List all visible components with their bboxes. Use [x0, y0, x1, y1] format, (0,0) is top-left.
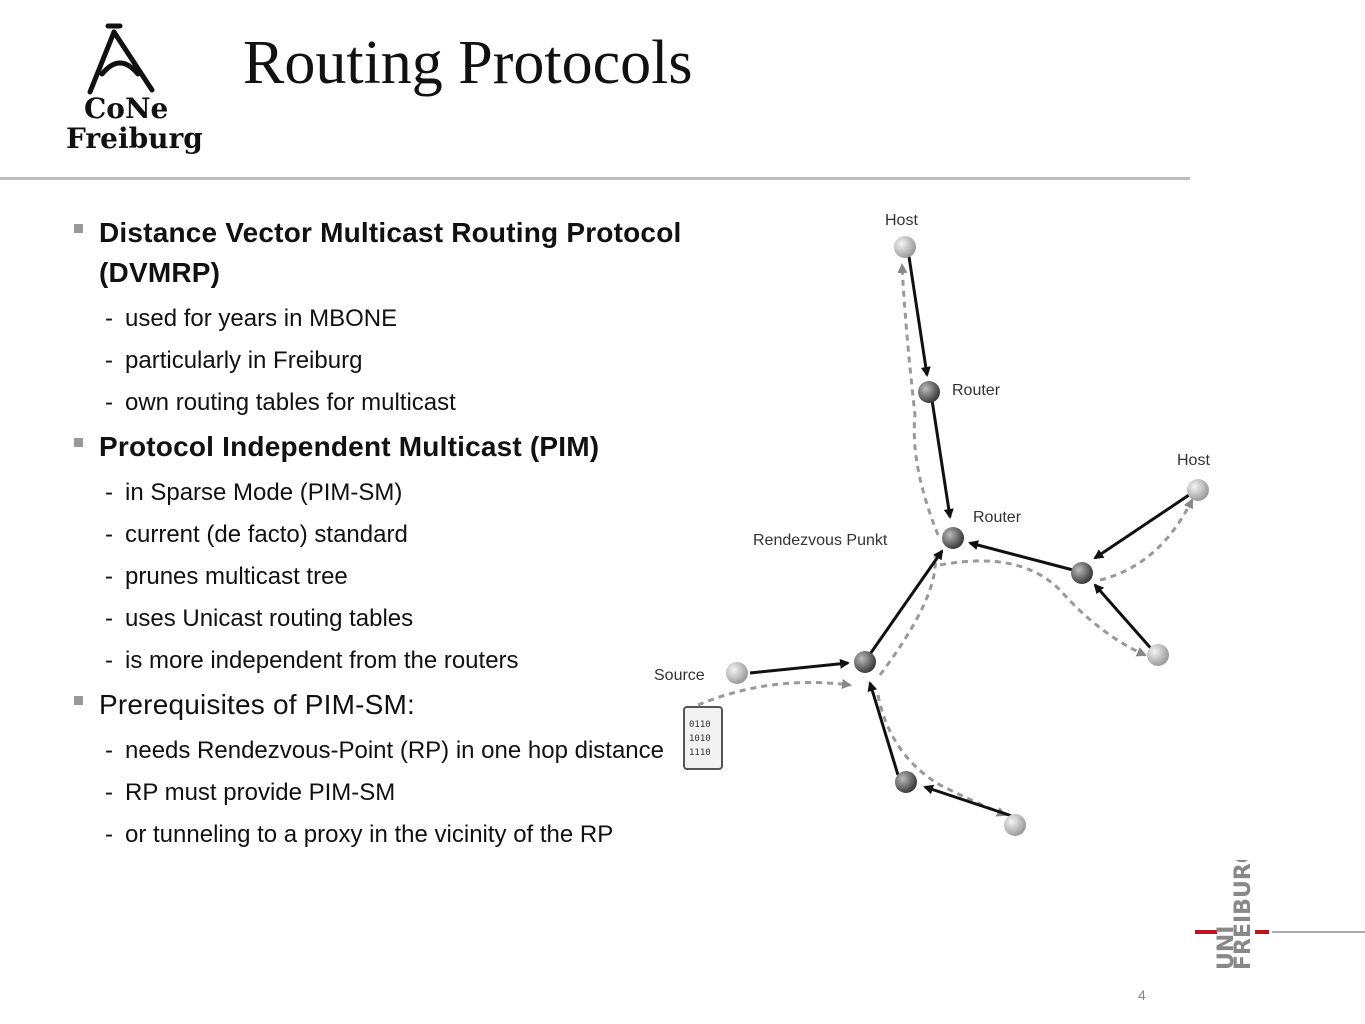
- node-router-middle: [854, 651, 876, 673]
- bullet-list: Distance Vector Multicast Routing Protoc…: [70, 205, 710, 851]
- sub-bullet-item: -current (de facto) standard: [70, 519, 710, 551]
- pim-sm-diagram: 0110 1010 1110 Host Router Host Router R…: [654, 212, 1210, 836]
- label-source: Source: [654, 667, 705, 684]
- arrow-lower-right: [1093, 583, 1157, 654]
- label-router-top: Router: [952, 382, 1001, 399]
- nodes: [726, 236, 1209, 836]
- bullet-text: Prerequisites of PIM-SM:: [99, 689, 415, 720]
- sub-bullet-text: needs Rendezvous-Point (RP) in one hop d…: [125, 737, 664, 764]
- bullet-text: Protocol Independent Multicast (PIM): [99, 431, 600, 462]
- sub-bullet-item: -or tunneling to a proxy in the vicinity…: [70, 819, 710, 851]
- page-number: 4: [1138, 987, 1146, 1003]
- dash-marker: -: [105, 779, 113, 806]
- sub-bullet-text: or tunneling to a proxy in the vicinity …: [125, 821, 614, 848]
- sub-bullet-text: RP must provide PIM-SM: [125, 779, 396, 806]
- label-router-mid: Router: [973, 509, 1022, 526]
- node-router-bottom: [895, 771, 917, 793]
- arrow-source: [749, 658, 850, 675]
- title-divider: [0, 177, 1190, 180]
- dashed-path-to-rp: [878, 554, 937, 676]
- dash-marker: -: [105, 737, 113, 764]
- arrow-lower-right-host: [923, 784, 1016, 819]
- sub-bullet-text: uses Unicast routing tables: [125, 605, 414, 632]
- node-router-top: [918, 381, 940, 403]
- solid-arrows: [749, 249, 1193, 819]
- node-bottom-right: [1004, 814, 1026, 836]
- bullet-item: Prerequisites of PIM-SM:: [70, 685, 710, 725]
- bullet-item: Protocol Independent Multicast (PIM): [70, 427, 710, 467]
- arrow-host-right: [1093, 491, 1193, 560]
- sub-bullet-text: used for years in MBONE: [125, 305, 398, 332]
- antenna-icon: [87, 23, 155, 95]
- dash-marker: -: [105, 821, 113, 848]
- arrow-router-to-rp-lower: [866, 549, 944, 658]
- sub-bullet-text: own routing tables for multicast: [125, 389, 456, 416]
- node-lower-right: [1147, 644, 1169, 666]
- bullet-text: Distance Vector Multicast Routing Protoc…: [99, 217, 682, 288]
- dashed-path-right-host: [1099, 498, 1194, 582]
- cone-freiburg-logo: CoNe Freiburg: [66, 23, 202, 154]
- logo-line2: Freiburg: [66, 122, 202, 154]
- dashed-path-rp-right: [939, 559, 1147, 657]
- arrow-lower-to-router: [867, 681, 900, 776]
- dash-marker: -: [105, 305, 113, 332]
- dash-marker: -: [105, 521, 113, 548]
- node-host-right: [1187, 479, 1209, 501]
- dashed-path-bottom: [876, 694, 1007, 817]
- sub-bullet-text: particularly in Freiburg: [125, 347, 363, 374]
- arrow-router-to-rp: [930, 399, 954, 519]
- sub-bullet-item: -own routing tables for multicast: [70, 387, 710, 419]
- sub-bullet-item: -needs Rendezvous-Point (RP) in one hop …: [70, 735, 710, 767]
- sub-bullet-item: -particularly in Freiburg: [70, 345, 710, 377]
- sub-bullet-item: -is more independent from the routers: [70, 645, 710, 677]
- label-host-top: Host: [885, 212, 918, 229]
- dashed-path-source: [697, 679, 852, 707]
- uni-freiburg-logo: UNI FREIBURG: [1195, 860, 1365, 970]
- dash-marker: -: [105, 389, 113, 416]
- uni-text: UNI: [1214, 926, 1239, 970]
- node-rendezvous: [942, 527, 964, 549]
- svg-text:1010: 1010: [689, 734, 711, 744]
- sub-bullet-text: prunes multicast tree: [125, 563, 348, 590]
- sub-bullet-text: is more independent from the routers: [125, 647, 519, 674]
- sub-bullet-text: in Sparse Mode (PIM-SM): [125, 479, 403, 506]
- label-rendezvous: Rendezvous Punkt: [753, 532, 888, 549]
- sub-bullet-item: -prunes multicast tree: [70, 561, 710, 593]
- dash-marker: -: [105, 647, 113, 674]
- logo-line1: CoNe: [84, 92, 168, 125]
- bullet-square-icon: [74, 438, 83, 447]
- sub-bullet-item: -in Sparse Mode (PIM-SM): [70, 477, 710, 509]
- svg-text:1110: 1110: [689, 748, 711, 758]
- sub-bullet-item: -RP must provide PIM-SM: [70, 777, 710, 809]
- dash-marker: -: [105, 347, 113, 374]
- dash-marker: -: [105, 479, 113, 506]
- bullet-square-icon: [74, 696, 83, 705]
- label-host-right: Host: [1177, 452, 1210, 469]
- arrow-host-to-router: [906, 249, 931, 377]
- sub-bullet-item: -used for years in MBONE: [70, 303, 710, 335]
- page-title: Routing Protocols: [243, 29, 693, 97]
- node-host-top: [894, 236, 916, 258]
- sub-bullet-text: current (de facto) standard: [125, 521, 408, 548]
- dash-marker: -: [105, 605, 113, 632]
- sub-bullet-item: -uses Unicast routing tables: [70, 603, 710, 635]
- node-source: [726, 662, 748, 684]
- arrow-router-right-to-rp: [968, 540, 1074, 572]
- bullet-item: Distance Vector Multicast Routing Protoc…: [70, 213, 710, 293]
- dashed-path-top: [897, 263, 940, 536]
- dash-marker: -: [105, 563, 113, 590]
- svg-text:0110: 0110: [689, 720, 711, 730]
- document-icon: 0110 1010 1110: [683, 706, 723, 770]
- freiburg-text: FREIBURG: [1231, 860, 1256, 970]
- bullet-square-icon: [74, 224, 83, 233]
- node-router-right: [1071, 562, 1093, 584]
